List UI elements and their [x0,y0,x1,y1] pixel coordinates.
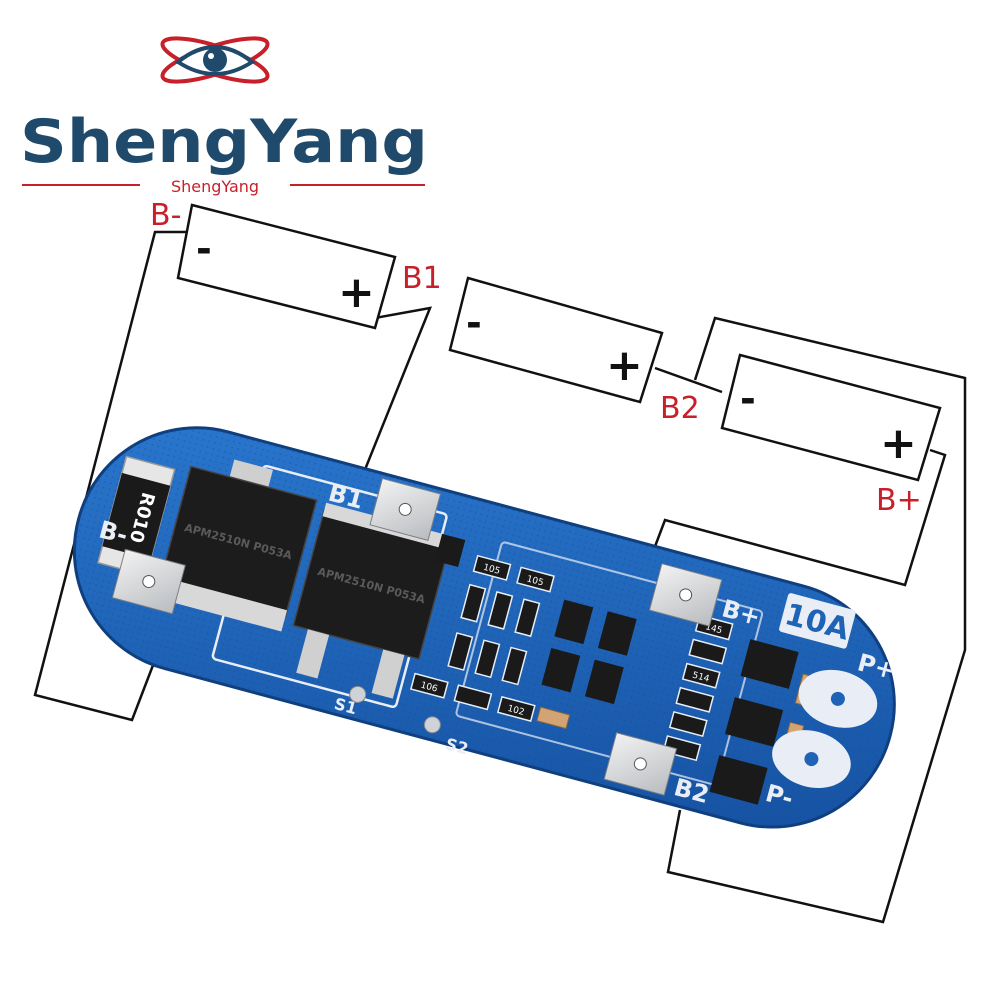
wire-b2 [666,316,967,924]
label-b-minus: B- [150,198,181,233]
eye-with-orbits-icon [160,36,270,84]
wire-b2-link [654,366,723,394]
wiring [33,230,967,924]
pad-b-plus: B+ [648,563,763,631]
wire-b1 [358,306,433,483]
resistor-code-6: 106 [419,681,438,695]
shunt-resistor: R010 [97,455,176,577]
wire-b-plus [646,448,947,587]
cell-1-plus: + [338,267,375,318]
resistor-array: 105 105 102 145 514 106 [409,554,734,762]
label-b1: B1 [402,261,442,296]
resistor-code-2: 105 [525,574,544,588]
cell-2-minus: - [466,301,482,345]
ic-array [434,533,799,805]
cell-3-minus: - [740,377,756,421]
pad-p-minus: P- [763,730,851,813]
label-b-plus: B+ [876,483,922,518]
brand-tagline: ShengYang [171,177,259,196]
resistor-code-3: 102 [506,704,525,718]
resistor-code-1: 105 [482,563,501,577]
cell-2-plus: + [606,340,643,391]
wire-b-minus [33,230,192,722]
mosfet-1: APM2510N P053A [155,459,318,632]
resistor-code-5: 514 [691,671,710,685]
test-point-s1 [349,685,367,703]
cell-2: - + [448,276,664,404]
pad-b1: B1 [325,477,442,541]
cell-3-plus: + [880,418,917,469]
brand-logo: ShengYang ShengYang [20,36,428,196]
label-b2: B2 [660,391,700,426]
cell-1-minus: - [196,227,212,271]
cell-1: - + [176,203,397,330]
test-point-s2 [423,716,441,734]
cell-3: - + [720,353,942,482]
pcb-board: R010 APM2510N P053A APM2510N P053A [72,426,898,829]
brand-name: ShengYang [20,107,428,177]
